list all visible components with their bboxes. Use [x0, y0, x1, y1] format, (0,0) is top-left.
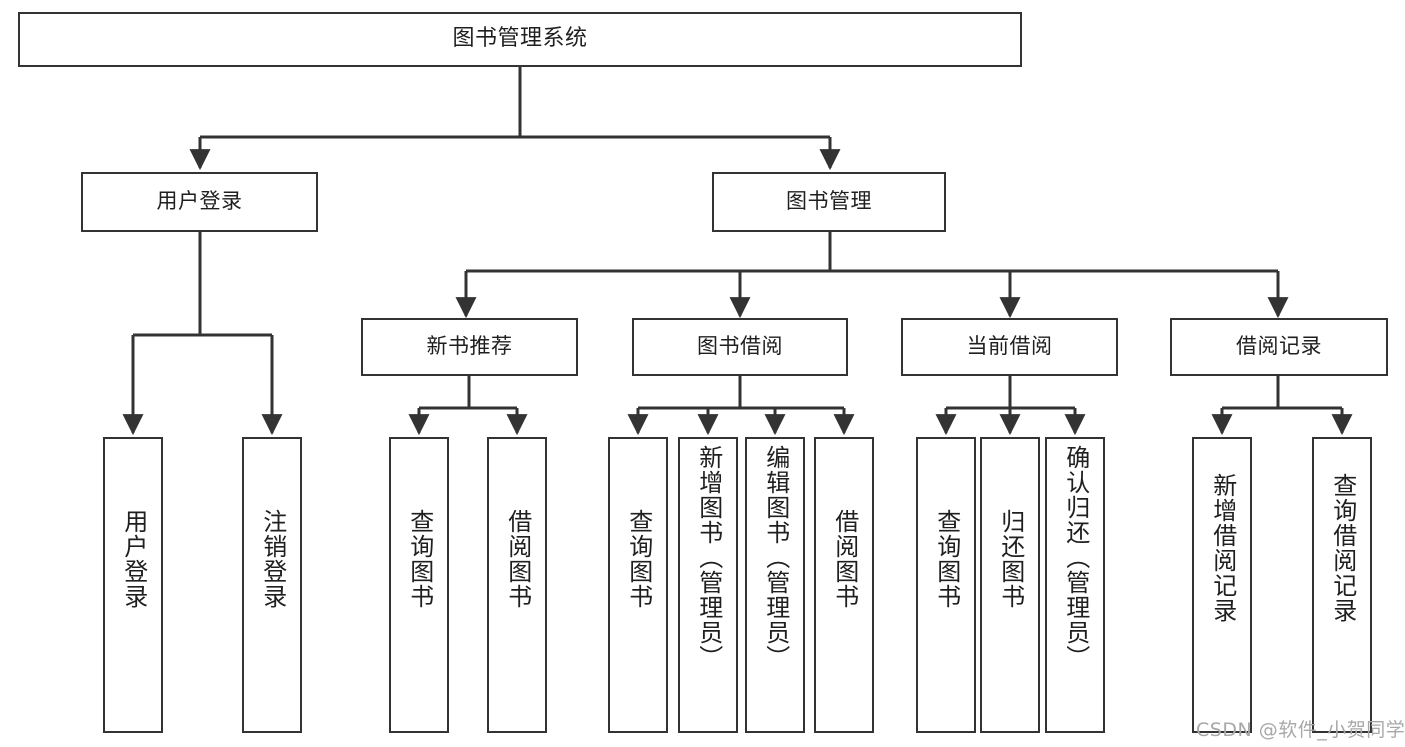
- node-borrow-record[interactable]: 借阅记录: [1170, 318, 1388, 376]
- node-label: 借阅图书: [830, 509, 859, 609]
- leaf-new-book-borrow[interactable]: 借阅图书: [487, 437, 547, 733]
- leaf-current-borrow-return[interactable]: 归还图书: [980, 437, 1040, 733]
- node-user-login[interactable]: 用户登录: [81, 172, 318, 232]
- leaf-new-book-query[interactable]: 查询图书: [389, 437, 449, 733]
- node-label: 查询借阅记录: [1328, 473, 1357, 623]
- node-label: 新增借阅记录: [1208, 473, 1237, 623]
- node-label: 新书推荐: [426, 334, 513, 359]
- node-label: 图书管理: [786, 189, 872, 214]
- leaf-book-borrow-edit[interactable]: 编辑图书（管理员）: [745, 437, 805, 733]
- node-label: 用户登录: [156, 189, 243, 214]
- leaf-current-borrow-confirm-return[interactable]: 确认归还（管理员）: [1045, 437, 1105, 733]
- node-label: 查询图书: [405, 509, 434, 609]
- node-label: 当前借阅: [966, 334, 1053, 359]
- leaf-book-borrow-borrow[interactable]: 借阅图书: [814, 437, 874, 733]
- leaf-borrow-record-add[interactable]: 新增借阅记录: [1192, 437, 1252, 733]
- node-label: 查询图书: [932, 509, 961, 609]
- node-label: 注销登录: [258, 509, 287, 609]
- node-label: 图书借阅: [697, 334, 783, 359]
- node-label: 确认归还（管理员）: [1061, 445, 1090, 670]
- node-book-management[interactable]: 图书管理: [712, 172, 946, 232]
- node-label: 查询图书: [624, 509, 653, 609]
- leaf-user-login-logout[interactable]: 注销登录: [242, 437, 302, 733]
- node-label: 借阅图书: [503, 509, 532, 609]
- node-root-book-management-system[interactable]: 图书管理系统: [18, 12, 1022, 67]
- node-book-borrow[interactable]: 图书借阅: [632, 318, 848, 376]
- node-label: 图书管理系统: [452, 26, 588, 52]
- leaf-book-borrow-add[interactable]: 新增图书（管理员）: [678, 437, 738, 733]
- node-new-book-recommend[interactable]: 新书推荐: [361, 318, 578, 376]
- node-label: 编辑图书（管理员）: [761, 445, 790, 670]
- leaf-current-borrow-query[interactable]: 查询图书: [916, 437, 976, 733]
- watermark-csdn: CSDN @软件_小贺同学: [1196, 719, 1405, 741]
- leaf-book-borrow-query[interactable]: 查询图书: [608, 437, 668, 733]
- leaf-user-login-login[interactable]: 用户登录: [103, 437, 163, 733]
- node-label: 用户登录: [119, 509, 148, 609]
- leaf-borrow-record-query[interactable]: 查询借阅记录: [1312, 437, 1372, 733]
- node-label: 新增图书（管理员）: [694, 445, 723, 670]
- node-current-borrow[interactable]: 当前借阅: [901, 318, 1118, 376]
- node-label: 归还图书: [996, 509, 1025, 609]
- node-label: 借阅记录: [1236, 334, 1322, 359]
